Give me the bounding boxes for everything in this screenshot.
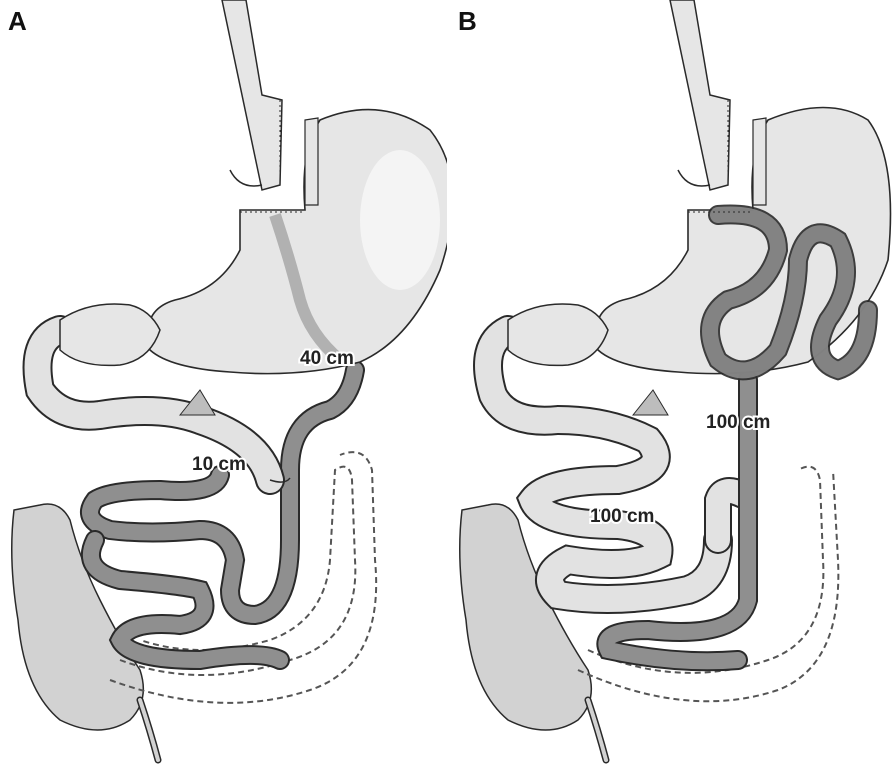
panel-a: A 40 cm 10 cm: [0, 0, 447, 770]
antrum: [60, 304, 160, 365]
antrum: [508, 304, 608, 365]
label-10cm: 10 cm: [192, 454, 246, 475]
esophagus: [670, 0, 730, 190]
colon: [460, 504, 592, 730]
diagram-b: 100 cm 100 cm: [448, 0, 895, 770]
label-40cm: 40 cm: [300, 348, 354, 369]
label-100cm-upper: 100 cm: [706, 412, 770, 433]
mesentery: [633, 390, 668, 415]
label-100cm-lower: 100 cm: [590, 506, 654, 527]
esophagus: [222, 0, 282, 190]
diagram-a: 40 cm 10 cm: [0, 0, 447, 770]
panel-b: B 100 cm 100 cm: [448, 0, 895, 770]
